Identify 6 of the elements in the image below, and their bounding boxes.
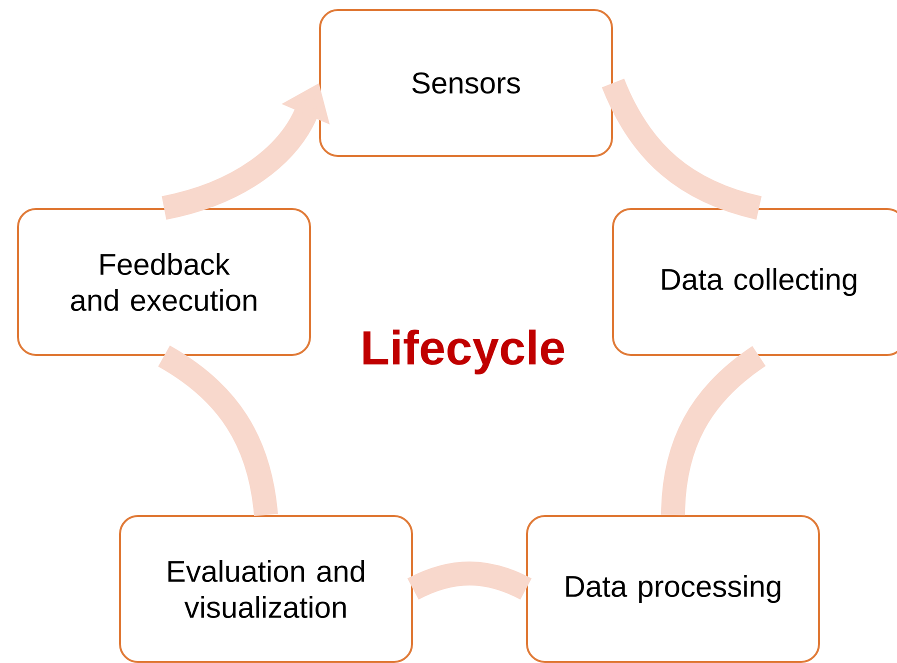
- process-box: Sensors: [319, 9, 613, 157]
- process-box: Evaluation and visualization: [119, 515, 413, 663]
- process-box: Data collecting: [612, 208, 897, 356]
- process-box: Data processing: [526, 515, 820, 663]
- process-box: Feedback and execution: [17, 208, 311, 356]
- center-title: Lifecycle: [364, 330, 564, 374]
